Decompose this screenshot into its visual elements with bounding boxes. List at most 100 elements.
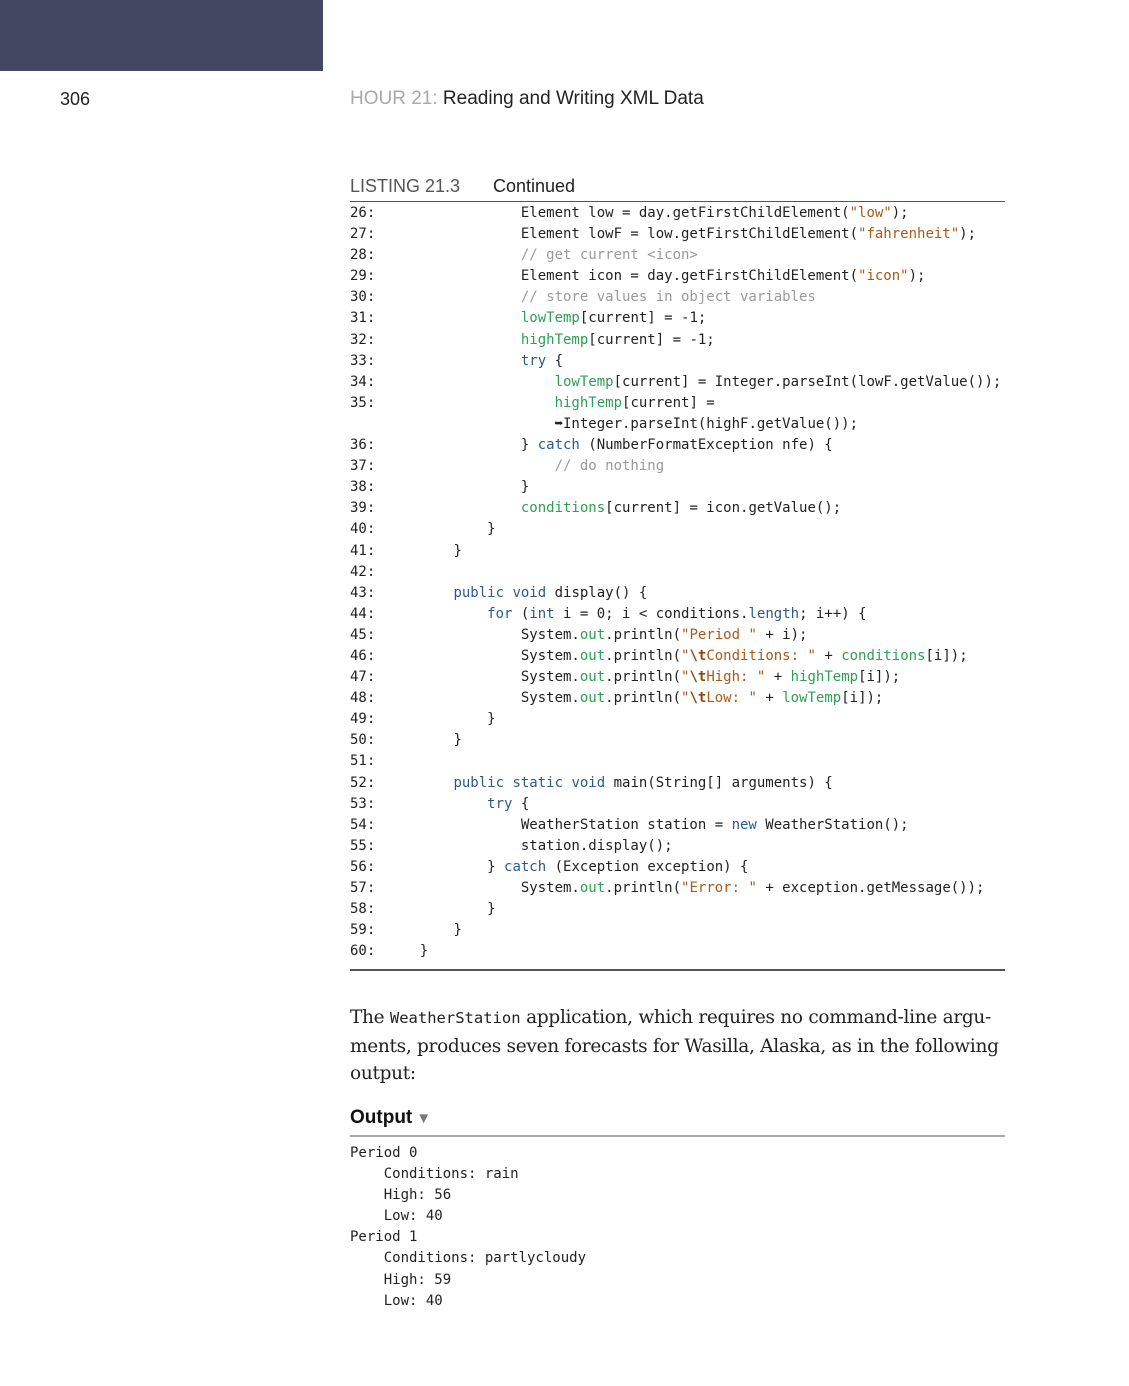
code-line: 54: WeatherStation station = new Weather… — [350, 815, 1005, 836]
line-number: 50: — [350, 732, 376, 749]
code-line: 42: — [350, 562, 1005, 583]
line-number: 27: — [350, 226, 376, 243]
code-token: } — [487, 711, 496, 728]
code-token: // store values in object variables — [520, 289, 816, 306]
code-token: [current] = -1; — [579, 310, 707, 327]
program-output: Period 0 Conditions: rain High: 56 Low: … — [350, 1145, 587, 1309]
code-token: System. — [520, 880, 580, 896]
code-listing: 26: Element low = day.getFirstChildEleme… — [350, 203, 1005, 962]
code-line: 60: } — [350, 941, 1005, 962]
code-line: 29: Element icon = day.getFirstChildElem… — [350, 266, 1005, 287]
code-token: } — [520, 479, 530, 496]
code-line: 40: } — [350, 519, 1005, 540]
code-token: ( — [512, 605, 530, 622]
body-paragraph: The WeatherStation application, which re… — [350, 1004, 1010, 1088]
line-number: 39: — [350, 500, 376, 517]
code-token: " — [681, 647, 690, 664]
line-number: 28: — [350, 247, 376, 264]
code-token: highTemp — [554, 394, 623, 411]
code-token: .println( — [605, 690, 682, 707]
code-line: 49: } — [350, 709, 1005, 730]
code-token: new — [731, 816, 757, 833]
listing-bottom-rule — [350, 969, 1005, 971]
code-token: int — [529, 605, 555, 622]
listing-caption: Continued — [493, 176, 576, 196]
code-token: [i]); — [841, 690, 884, 707]
line-number: 45: — [350, 626, 376, 643]
code-line: 28: // get current <icon> — [350, 245, 1005, 266]
code-token: WeatherStation(); — [756, 816, 909, 833]
code-token: out — [579, 647, 606, 664]
code-token: highTemp — [790, 669, 859, 686]
line-number: 41: — [350, 542, 376, 559]
code-token: display() { — [546, 584, 648, 601]
code-token: station.display(); — [520, 837, 673, 854]
code-token: } — [453, 542, 462, 559]
code-line: 46: System.out.println("\tConditions: " … — [350, 646, 1005, 667]
code-token: catch — [537, 437, 580, 454]
code-token: [current] = -1; — [588, 331, 715, 348]
code-token: " — [681, 690, 690, 707]
code-token: out — [579, 626, 606, 643]
code-token: lowTemp — [782, 690, 842, 707]
code-token: System. — [520, 626, 580, 643]
code-token: try — [487, 795, 513, 812]
code-token: System. — [520, 690, 580, 707]
code-token: [current] = Integer.parseInt(lowF.getVal… — [613, 373, 1002, 390]
code-token: " — [681, 669, 690, 686]
code-token: out — [579, 880, 606, 896]
code-token: + i); — [756, 626, 808, 643]
code-token: { — [546, 352, 564, 369]
line-number: 46: — [350, 647, 376, 664]
line-number: 60: — [350, 943, 376, 960]
code-token: lowTemp — [554, 373, 614, 390]
code-token: length — [748, 605, 800, 622]
code-line: 38: } — [350, 477, 1005, 498]
code-token: // get current <icon> — [520, 247, 698, 264]
code-token: "low" — [849, 205, 892, 221]
code-token: .println( — [605, 880, 682, 896]
code-token: + — [815, 647, 842, 664]
code-token: out — [579, 690, 606, 707]
code-line: 57: System.out.println("Error: " + excep… — [350, 878, 1005, 899]
code-token: + — [756, 690, 783, 707]
code-token: ; i++) { — [799, 605, 867, 622]
code-line: 30: // store values in object variables — [350, 287, 1005, 308]
line-number: 31: — [350, 310, 376, 327]
line-number: 59: — [350, 922, 376, 939]
line-number: 33: — [350, 352, 376, 369]
line-number: 42: — [350, 563, 376, 580]
chapter-title: Reading and Writing XML Data — [442, 88, 704, 109]
code-token: Element icon = day.getFirstChildElement( — [520, 268, 859, 285]
code-line: 53: try { — [350, 794, 1005, 815]
code-line: 55: station.display(); — [350, 836, 1005, 857]
code-line: 51: — [350, 751, 1005, 772]
line-number: 54: — [350, 816, 376, 833]
code-token: public static void — [453, 774, 606, 791]
code-token: [current] = icon.getValue(); — [605, 500, 842, 517]
code-token: conditions — [841, 647, 926, 664]
code-token: } — [487, 858, 505, 875]
line-number: 38: — [350, 479, 376, 496]
code-token: High: " — [706, 669, 766, 686]
output-label: Output — [350, 1107, 413, 1128]
code-token: "Error: " — [681, 880, 757, 896]
line-number: 34: — [350, 373, 376, 390]
code-token: lowTemp — [520, 310, 580, 327]
code-token: } — [487, 901, 496, 918]
code-token: // do nothing — [554, 458, 665, 475]
code-token: (Exception exception) { — [546, 858, 749, 875]
code-line: 56: } catch (Exception exception) { — [350, 857, 1005, 878]
code-token: } — [419, 943, 429, 960]
line-number: 29: — [350, 268, 376, 285]
code-token: [i]); — [858, 669, 901, 686]
code-token: Low: " — [706, 690, 757, 707]
code-token: ➥Integer.parseInt(highF.getValue()); — [554, 415, 859, 432]
code-token: System. — [520, 647, 580, 664]
code-token: for — [487, 605, 513, 622]
code-line: 50: } — [350, 730, 1005, 751]
line-number: 57: — [350, 880, 376, 896]
chapter-color-block — [0, 0, 323, 71]
line-number: 35: — [350, 394, 376, 411]
